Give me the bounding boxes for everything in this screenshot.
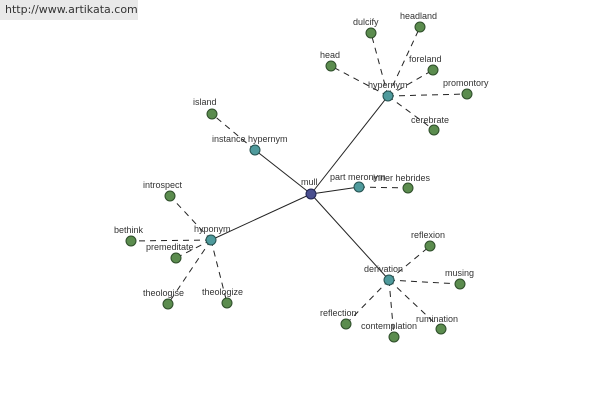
word-node-musing[interactable]: [454, 278, 466, 290]
root-node-mull[interactable]: [305, 188, 317, 200]
edge-instance-hypernym-island: [211, 113, 256, 151]
relation-node-part-meronym[interactable]: [353, 181, 365, 193]
word-node-dulcify[interactable]: [365, 27, 377, 39]
edge-hypernym-foreland: [387, 69, 434, 97]
word-node-inner-hebrides[interactable]: [402, 182, 414, 194]
word-label-theologize[interactable]: theologize: [202, 287, 243, 297]
word-node-foreland[interactable]: [427, 64, 439, 76]
word-label-head[interactable]: head: [320, 50, 340, 60]
word-label-island[interactable]: island: [193, 97, 217, 107]
root-label[interactable]: mull: [301, 177, 318, 187]
relation-node-hyponym[interactable]: [205, 234, 217, 246]
relation-label-part-meronym[interactable]: part meronym: [330, 172, 386, 182]
word-label-reflection[interactable]: reflection: [320, 308, 357, 318]
word-label-promontory[interactable]: promontory: [443, 78, 489, 88]
word-node-premeditate[interactable]: [170, 252, 182, 264]
word-label-cerebrate[interactable]: cerebrate: [411, 115, 449, 125]
relation-label-derivation[interactable]: derivation: [364, 264, 403, 274]
edge-root-part-meronym: [310, 186, 360, 195]
edge-root-hypernym: [310, 95, 389, 195]
word-node-island[interactable]: [206, 108, 218, 120]
word-node-reflection[interactable]: [340, 318, 352, 330]
word-node-theologize[interactable]: [221, 297, 233, 309]
word-node-rumination[interactable]: [435, 323, 447, 335]
word-node-contemplation[interactable]: [388, 331, 400, 343]
word-label-contemplation[interactable]: contemplation: [361, 321, 417, 331]
word-label-dulcify[interactable]: dulcify: [353, 17, 379, 27]
word-label-foreland[interactable]: foreland: [409, 54, 442, 64]
edge-hypernym-headland: [387, 26, 421, 97]
word-node-promontory[interactable]: [461, 88, 473, 100]
edge-derivation-reflexion: [388, 245, 431, 281]
relation-node-derivation[interactable]: [383, 274, 395, 286]
edge-derivation-contemplation: [388, 279, 395, 338]
edge-hyponym-theologise: [167, 239, 212, 305]
word-node-cerebrate[interactable]: [428, 124, 440, 136]
edge-root-derivation: [310, 193, 390, 281]
edge-root-hyponym: [210, 193, 312, 241]
edge-part-meronym-inner-hebrides: [358, 186, 409, 189]
word-label-inner-hebrides[interactable]: inner hebrides: [373, 173, 431, 183]
word-label-reflexion[interactable]: reflexion: [411, 230, 445, 240]
word-label-bethink[interactable]: bethink: [114, 225, 144, 235]
edge-hypernym-promontory: [387, 93, 468, 97]
word-label-theologise[interactable]: theologise: [143, 288, 184, 298]
relation-node-hypernym[interactable]: [382, 90, 394, 102]
relation-label-hyponym[interactable]: hyponym: [194, 224, 231, 234]
word-label-musing[interactable]: musing: [445, 268, 474, 278]
word-node-theologise[interactable]: [162, 298, 174, 310]
edge-hyponym-bethink: [130, 239, 212, 242]
word-label-introspect[interactable]: introspect: [143, 180, 183, 190]
word-label-headland[interactable]: headland: [400, 11, 437, 21]
edge-hypernym-cerebrate: [387, 95, 435, 131]
relation-node-instance-hypernym[interactable]: [249, 144, 261, 156]
edge-root-instance-hypernym: [254, 149, 312, 195]
relation-label-instance-hypernym[interactable]: instance hypernym: [212, 134, 288, 144]
word-node-reflexion[interactable]: [424, 240, 436, 252]
word-label-premeditate[interactable]: premeditate: [146, 242, 194, 252]
edge-derivation-musing: [388, 279, 461, 285]
word-node-headland[interactable]: [414, 21, 426, 33]
word-node-head[interactable]: [325, 60, 337, 72]
word-node-bethink[interactable]: [125, 235, 137, 247]
word-label-rumination[interactable]: rumination: [416, 314, 458, 324]
relation-label-hypernym[interactable]: hypernym: [368, 80, 408, 90]
edge-derivation-rumination: [388, 279, 442, 330]
source-url[interactable]: http://www.artikata.com: [0, 0, 138, 20]
word-node-introspect[interactable]: [164, 190, 176, 202]
